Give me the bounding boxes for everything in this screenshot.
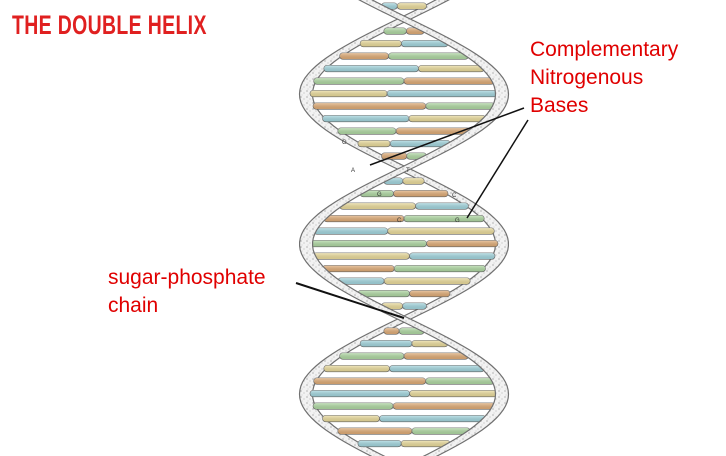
backbone-strand-1 xyxy=(299,0,510,456)
chain-label-line-1: sugar-phosphate xyxy=(108,266,266,289)
base-pair-shading xyxy=(339,352,469,360)
base-pair-shading xyxy=(337,127,471,135)
base-letter-g3: G xyxy=(342,140,347,146)
base-pair-shading xyxy=(360,340,448,347)
base-pair-shading xyxy=(381,2,427,10)
base-pair-shading xyxy=(383,27,425,35)
base-letter-a: A xyxy=(351,168,355,174)
chain-pointer-line xyxy=(295,282,405,319)
base-pair-shading xyxy=(360,40,448,47)
base-pair-shading xyxy=(313,377,495,385)
base-pair-shading xyxy=(323,365,485,372)
sugar-phosphate-backbone-front xyxy=(299,0,510,456)
base-letter-t: T xyxy=(406,168,410,174)
base-pair-shading xyxy=(339,202,469,210)
bases-pointer-line-2 xyxy=(466,119,529,219)
base-pair-shading xyxy=(381,152,427,160)
base-pair-shading xyxy=(313,227,495,235)
complementary-bases-label: Complementary Nitrogenous Bases xyxy=(530,36,678,120)
page-title: THE DOUBLE HELIX xyxy=(12,10,207,40)
base-pair-shading xyxy=(310,240,498,247)
base-letter-c: C xyxy=(397,218,402,224)
base-pair-shading xyxy=(313,77,495,85)
sugar-phosphate-chain-label: sugar-phosphate chain xyxy=(108,264,266,320)
base-pair-shading xyxy=(313,102,495,110)
bases-label-line-2: Nitrogenous xyxy=(530,66,644,89)
base-pair-shading xyxy=(310,90,498,97)
base-pair-shading xyxy=(357,440,450,447)
base-pair-shading xyxy=(322,265,486,272)
base-letter-c2: C xyxy=(452,193,457,199)
base-pair-shading xyxy=(383,327,425,335)
base-pair-shading xyxy=(313,252,495,260)
base-letter-g2: G xyxy=(455,218,460,224)
base-pair-shading xyxy=(337,427,471,435)
base-pair-shading xyxy=(337,277,471,285)
bases-label-line-3: Bases xyxy=(530,94,589,117)
base-pair-shading xyxy=(313,402,495,410)
base-pairs xyxy=(309,2,499,448)
base-pair-shading xyxy=(339,52,469,60)
base-pair-shading xyxy=(360,190,448,197)
base-pair-shading xyxy=(323,215,485,222)
base-letters: A T G C G C G xyxy=(342,140,460,224)
base-letter-g: G xyxy=(377,192,382,198)
bases-label-line-1: Complementary xyxy=(530,38,679,61)
base-pair-shading xyxy=(383,177,425,185)
base-pair-shading xyxy=(357,140,450,147)
base-pair-shading xyxy=(310,390,498,397)
bases-pointer-line-1 xyxy=(369,107,525,166)
chain-label-line-2: chain xyxy=(108,294,159,317)
base-pair-shading xyxy=(357,290,450,297)
base-pair-shading xyxy=(322,115,486,122)
base-pair-shading xyxy=(322,415,486,422)
base-pair-shading xyxy=(323,65,485,72)
base-pair-shading xyxy=(381,302,427,310)
